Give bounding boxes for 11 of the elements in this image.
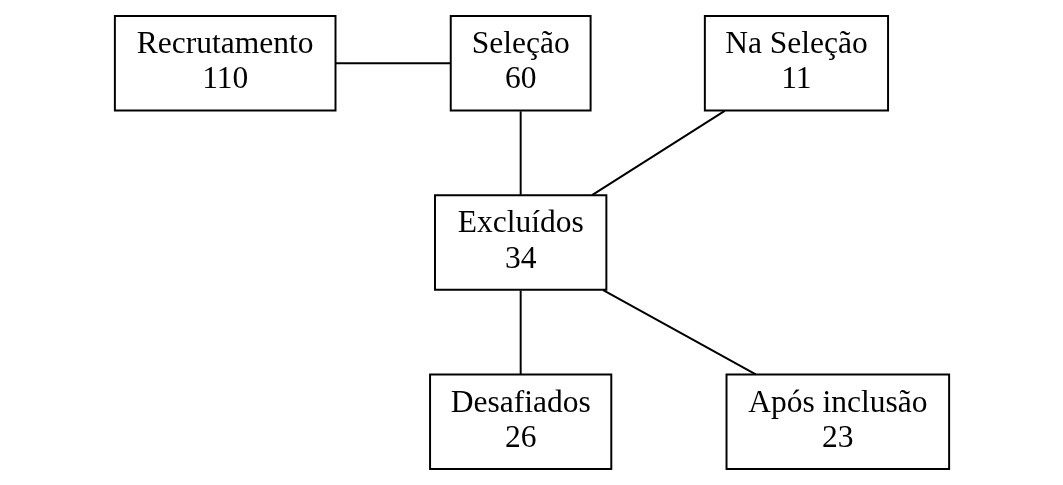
connector <box>590 109 726 197</box>
connector <box>519 110 522 196</box>
node-box: Excluídos 34 <box>433 194 607 291</box>
node-box: Recrutamento 110 <box>113 14 336 112</box>
connector <box>334 62 452 65</box>
connector <box>519 289 522 375</box>
node-box: Desafiados 26 <box>428 373 612 471</box>
node-box: Seleção 60 <box>449 14 592 112</box>
node-box: Após inclusão 23 <box>725 373 950 471</box>
node-box: Na Seleção 11 <box>703 14 889 112</box>
connector <box>601 289 757 376</box>
